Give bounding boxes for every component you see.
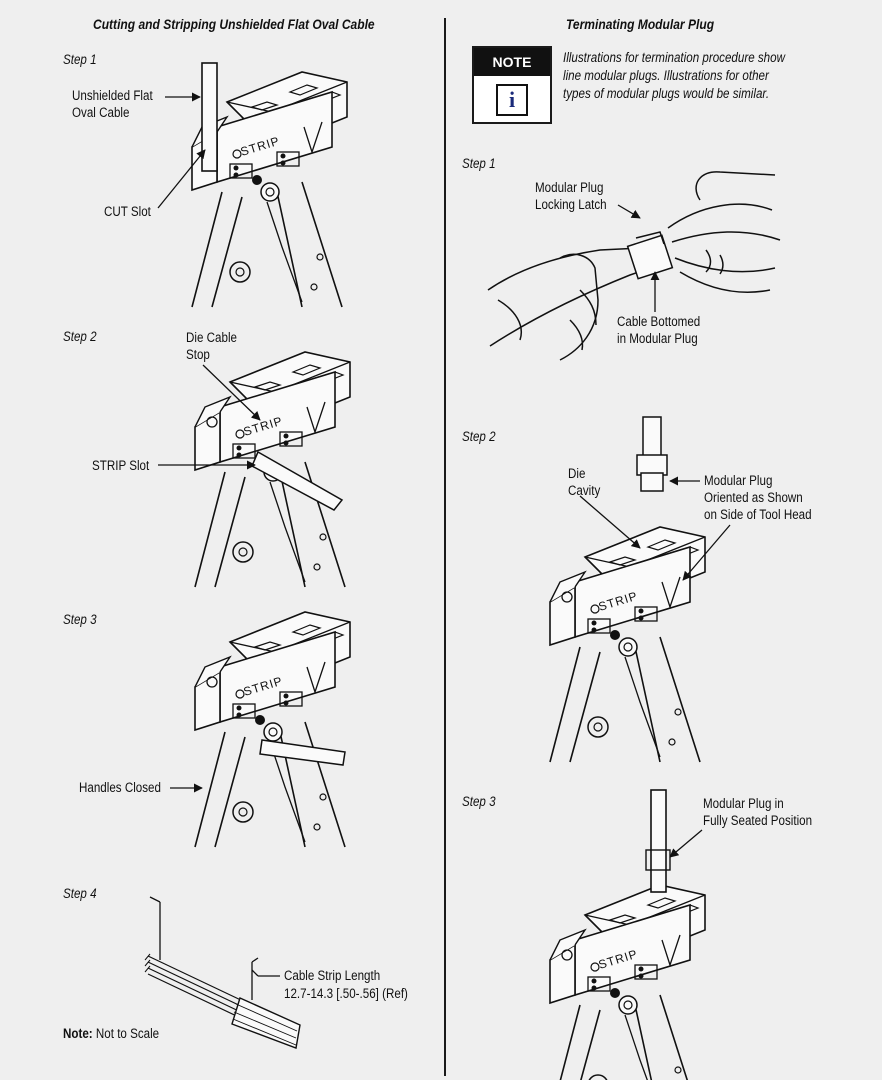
left-step2-label: Step 2: [63, 329, 97, 344]
column-divider: [444, 18, 446, 1076]
scale-note-bold: Note:: [63, 1026, 93, 1041]
callout-seated-line2: Fully Seated Position: [703, 813, 813, 828]
callout-cut-slot: CUT Slot: [104, 204, 151, 219]
callout-oriented-line2: Oriented as Shown: [704, 490, 803, 505]
flat-cable-strip: [251, 450, 344, 511]
right-step1-label: Step 1: [462, 156, 496, 171]
callout-strip-length-line1: Cable Strip Length: [284, 968, 381, 983]
note-text-line2: line modular plugs. Illustrations for ot…: [563, 68, 769, 83]
flat-cable-closed: [259, 739, 346, 766]
callout-die-stop-line1: Die Cable: [186, 330, 237, 345]
hands-inserting-plug: [487, 171, 781, 361]
callout-latch-line1: Modular Plug: [535, 180, 604, 195]
modular-plug-oriented: [636, 416, 668, 492]
callout-handles-closed: Handles Closed: [79, 780, 161, 795]
note-text-line1: Illustrations for termination procedure …: [563, 50, 785, 65]
right-step3-label: Step 3: [462, 794, 496, 809]
scale-note: Note: Not to Scale: [63, 1026, 159, 1042]
note-text-line3: types of modular plugs would be similar.: [563, 86, 770, 101]
info-icon: i: [496, 84, 528, 116]
flat-cable-vertical: [201, 62, 218, 172]
callout-die-stop-line2: Stop: [186, 347, 210, 362]
callout-cable-line2: Oval Cable: [72, 105, 130, 120]
left-step1-label: Step 1: [63, 52, 97, 67]
note-badge-header: NOTE: [474, 48, 550, 76]
callout-bottomed-line2: in Modular Plug: [617, 331, 698, 346]
left-step4-label: Step 4: [63, 886, 97, 901]
callout-oriented-line3: on Side of Tool Head: [704, 507, 812, 522]
callout-strip-length-line2: 12.7-14.3 [.50-.56] (Ref): [284, 986, 408, 1001]
seated-plug: [645, 849, 671, 871]
scale-note-text: Not to Scale: [92, 1026, 160, 1041]
right-step2-label: Step 2: [462, 429, 496, 444]
callout-cavity-line2: Cavity: [568, 483, 601, 498]
callout-cavity-line1: Die: [568, 466, 586, 481]
note-badge: NOTE i: [472, 46, 552, 124]
callout-seated-line1: Modular Plug in: [703, 796, 784, 811]
callout-latch-line2: Locking Latch: [535, 197, 607, 212]
stripped-cable: [144, 953, 301, 1049]
callout-bottomed-line1: Cable Bottomed: [617, 314, 701, 329]
callout-strip-slot: STRIP Slot: [92, 458, 150, 473]
left-step3-label: Step 3: [63, 612, 97, 627]
left-section-title: Cutting and Stripping Unshielded Flat Ov…: [93, 16, 375, 32]
seated-plug-cable: [650, 789, 667, 893]
callout-oriented-line1: Modular Plug: [704, 473, 773, 488]
callout-cable-line1: Unshielded Flat: [72, 88, 153, 103]
right-section-title: Terminating Modular Plug: [566, 16, 715, 32]
